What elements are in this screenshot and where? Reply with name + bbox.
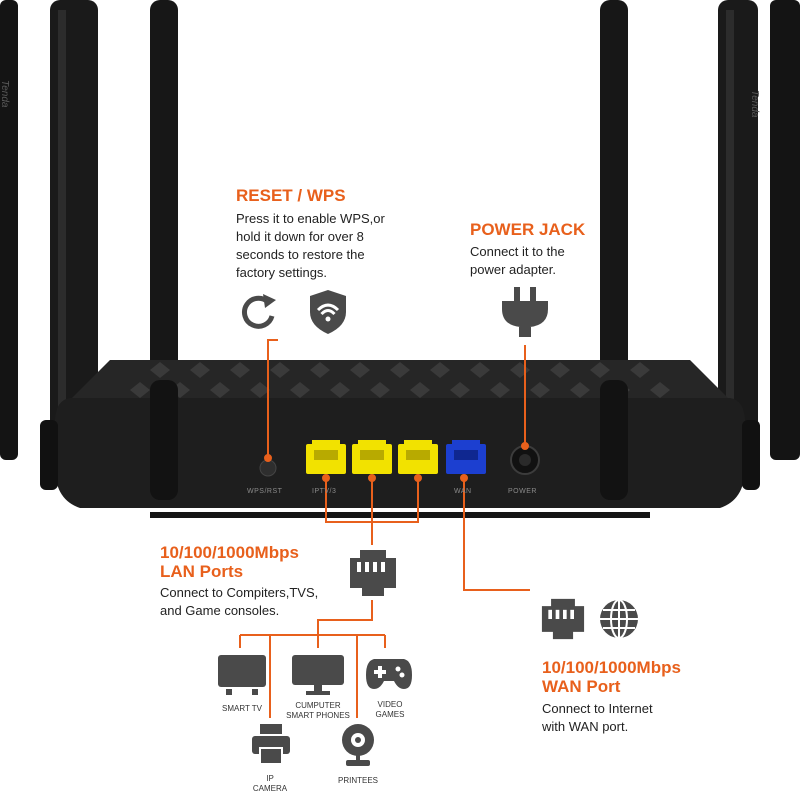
brand-watermark-right: Tenda [749,90,760,118]
power-plug-icon [502,287,548,337]
wan-port-description: Connect to Internet with WAN port. [542,701,653,734]
wan-label: WAN [454,488,472,495]
printer-icon [252,724,290,765]
tv-icon [218,655,266,695]
reset-wps-title: RESET / WPS [236,186,346,205]
lan-ports-description: Connect to Compiters,TVS, and Game conso… [160,585,319,618]
wan-port-title: 10/100/1000Mbps WAN Port [542,658,681,696]
gamepad-icon [366,659,412,689]
iptv-label: IPTV/3 [312,488,337,495]
wifi-shield-icon [310,290,346,334]
lan-ports-title: 10/100/1000Mbps LAN Ports [160,543,299,581]
refresh-icon [242,294,276,329]
antenna-left-outer [0,0,18,460]
lan-ethernet-port-icon [350,550,396,596]
wan-port [446,440,486,474]
ethernet-port-icon [541,598,585,640]
webcam-icon [342,724,374,766]
lan-port-3 [398,440,438,474]
power-label: POWER [508,488,537,495]
brand-watermark-left: Tenda [0,80,10,108]
lan-port-2 [352,440,392,474]
monitor-icon [292,655,344,695]
computer-label: CUMPUTER SMART PHONES [286,701,350,720]
wps-rst-label: WPS/RST [247,488,283,495]
wps-reset-button [259,459,277,477]
video-games-label: VIDEO GAMES [375,700,405,719]
reset-connector-line [267,339,278,458]
device-tree-line [239,600,386,718]
wan-connector-line [463,476,530,591]
antenna-right-outer [770,0,800,460]
power-jack-title: POWER JACK [470,220,586,239]
reset-wps-description: Press it to enable WPS,or hold it down f… [236,211,385,280]
smart-tv-label: SMART TV [221,704,262,713]
lan-connector-line [325,476,419,545]
ip-camera-label: IP CAMERA [252,774,288,793]
printees-label: PRINTEES [337,776,378,785]
power-jack-description: Connect it to the power adapter. [470,244,565,277]
globe-icon [600,599,638,639]
lan-port-1 [306,440,346,474]
